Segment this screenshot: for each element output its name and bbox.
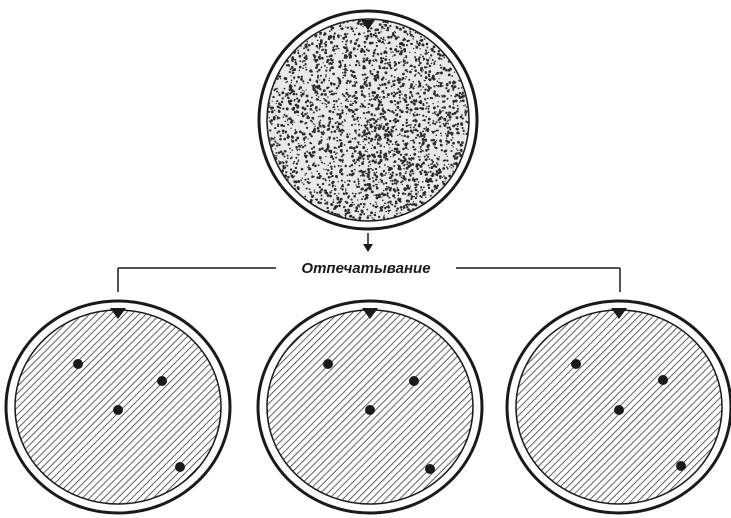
colony-dot <box>323 359 333 369</box>
replica-plate-2 <box>258 301 482 513</box>
colony-dot <box>571 359 581 369</box>
colony-dot <box>658 375 668 385</box>
colony-dot <box>614 405 624 415</box>
replica-plate-3 <box>507 301 731 513</box>
colony-dot <box>113 405 123 415</box>
colony-dot <box>409 376 419 386</box>
colony-dot <box>157 376 167 386</box>
colony-dot <box>175 462 185 472</box>
colony-dot <box>365 405 375 415</box>
down-arrow-icon <box>363 233 373 252</box>
colony-dot <box>73 359 83 369</box>
colony-dot <box>676 461 686 471</box>
replica-plates <box>6 301 731 513</box>
process-label: Отпечатывание <box>301 260 430 277</box>
replica-plate-1 <box>6 301 230 513</box>
colony-dot <box>425 464 435 474</box>
master-plate <box>259 11 477 229</box>
